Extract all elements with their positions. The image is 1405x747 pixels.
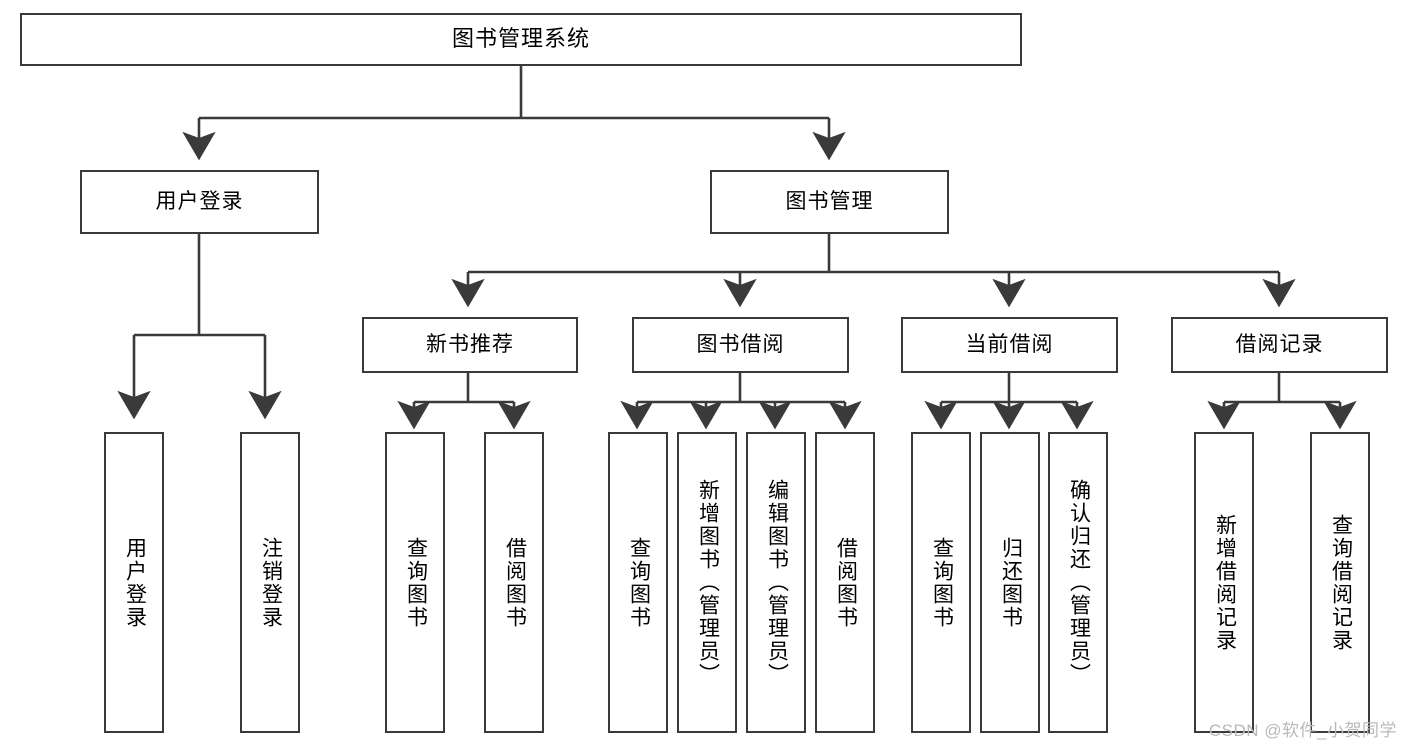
leaf-borrow-query-book[interactable]: 查询图书 (608, 432, 668, 733)
leaf-borrow-add-book[interactable]: 新增图书（管理员） (677, 432, 737, 733)
watermark: CSDN @软件_小贺同学 (1208, 721, 1397, 740)
node-label: 新书推荐 (426, 333, 514, 357)
node-user-login[interactable]: 用户登录 (80, 170, 319, 234)
node-label: 新增借阅记录 (1213, 513, 1237, 652)
node-book-borrow[interactable]: 图书借阅 (632, 317, 849, 373)
leaf-current-query-book[interactable]: 查询图书 (911, 432, 971, 733)
node-label: 查询图书 (627, 536, 651, 629)
leaf-current-return-book[interactable]: 归还图书 (980, 432, 1040, 733)
node-label: 编辑图书（管理员） (765, 479, 789, 686)
node-label: 查询图书 (404, 536, 428, 629)
node-label: 注销登录 (259, 536, 283, 629)
node-label: 查询借阅记录 (1329, 513, 1353, 652)
node-label: 图书管理 (785, 190, 874, 214)
node-label: 图书借阅 (696, 333, 785, 357)
node-borrow-record[interactable]: 借阅记录 (1171, 317, 1388, 373)
node-root-system[interactable]: 图书管理系统 (20, 13, 1022, 66)
leaf-record-query[interactable]: 查询借阅记录 (1310, 432, 1370, 733)
leaf-new-book-borrow[interactable]: 借阅图书 (484, 432, 544, 733)
leaf-new-book-query[interactable]: 查询图书 (385, 432, 445, 733)
node-label: 用户登录 (155, 190, 244, 214)
node-label: 用户登录 (123, 536, 147, 629)
node-new-book-recommend[interactable]: 新书推荐 (362, 317, 578, 373)
leaf-current-confirm-return[interactable]: 确认归还（管理员） (1048, 432, 1108, 733)
node-book-management[interactable]: 图书管理 (710, 170, 949, 234)
leaf-borrow-edit-book[interactable]: 编辑图书（管理员） (746, 432, 806, 733)
node-label: 借阅图书 (503, 536, 527, 629)
node-label: 归还图书 (999, 536, 1023, 629)
node-label: 借阅记录 (1235, 333, 1324, 357)
node-label: 当前借阅 (965, 333, 1054, 357)
node-label: 查询图书 (930, 536, 954, 629)
leaf-user-login-logout[interactable]: 注销登录 (240, 432, 300, 733)
node-current-borrow[interactable]: 当前借阅 (901, 317, 1118, 373)
node-label: 图书管理系统 (451, 26, 590, 52)
leaf-record-add[interactable]: 新增借阅记录 (1194, 432, 1254, 733)
node-label: 借阅图书 (834, 536, 858, 629)
node-label: 新增图书（管理员） (696, 479, 720, 686)
node-label: 确认归还（管理员） (1067, 479, 1091, 686)
leaf-borrow-borrow-book[interactable]: 借阅图书 (815, 432, 875, 733)
leaf-user-login-login[interactable]: 用户登录 (104, 432, 164, 733)
